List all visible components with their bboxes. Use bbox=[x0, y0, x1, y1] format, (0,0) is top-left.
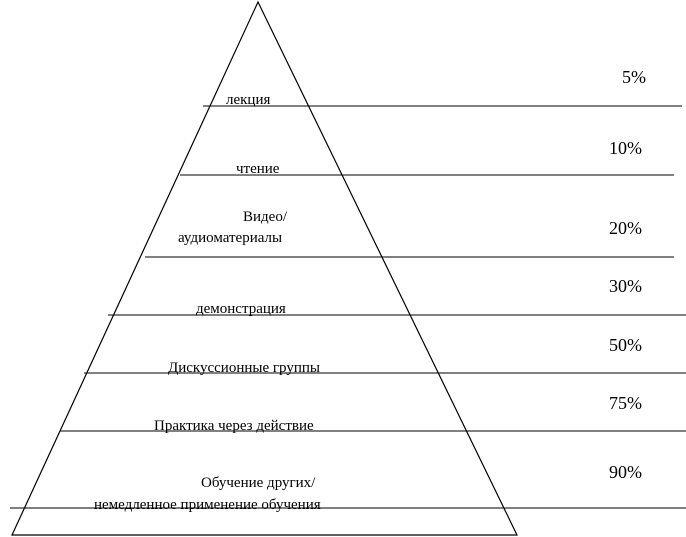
level-label-teach-others-line2: немедленное применение обучения bbox=[94, 497, 321, 513]
percent-reading: 10% bbox=[609, 138, 642, 158]
percent-demonstration: 30% bbox=[609, 276, 642, 296]
level-label-video-line2: аудиоматериалы bbox=[178, 230, 282, 246]
level-label-video-line1: Видео/ bbox=[243, 209, 288, 225]
level-label-lecture: лекция bbox=[226, 92, 270, 108]
percent-practice-by-doing: 75% bbox=[609, 393, 642, 413]
pyramid-outline bbox=[11, 0, 518, 536]
percent-lecture: 5% bbox=[622, 67, 646, 87]
percent-discussion-groups: 50% bbox=[609, 335, 642, 355]
level-label-teach-others-line1: Обучение других/ bbox=[201, 475, 316, 491]
percent-teach-others: 90% bbox=[609, 462, 642, 482]
percent-video: 20% bbox=[609, 218, 642, 238]
level-label-reading: чтение bbox=[236, 161, 280, 177]
level-label-demonstration: демонстрация bbox=[196, 301, 286, 317]
level-label-discussion-groups: Дискуссионные группы bbox=[168, 360, 320, 376]
level-label-practice-by-doing: Практика через действие bbox=[154, 418, 314, 434]
